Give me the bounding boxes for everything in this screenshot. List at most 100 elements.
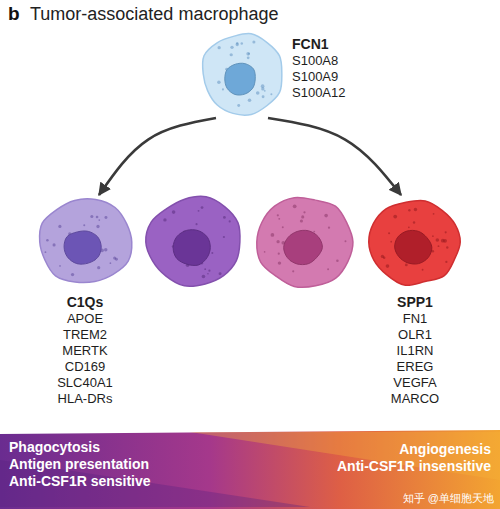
gene-list: FCN1S100A8 S100A9 S100A12 <box>292 36 372 101</box>
granule <box>207 273 209 275</box>
granule <box>45 251 47 253</box>
granule <box>445 261 447 263</box>
granule <box>414 208 417 211</box>
granule <box>230 53 233 56</box>
granule <box>445 231 447 233</box>
granule <box>436 238 440 242</box>
granule <box>408 209 410 211</box>
band-right-column: AngiogenesisAnti-CSF1R insensitive <box>337 441 491 475</box>
function-label: Antigen presentation <box>9 456 151 473</box>
function-label: Anti-CSF1R sensitive <box>9 473 151 490</box>
connectors <box>99 118 401 195</box>
granule <box>59 265 61 267</box>
marker-gene-list: APOE TREM2 MERTK CD169 SLC40A1 HLA-DRs <box>35 311 135 407</box>
granule <box>282 226 284 228</box>
macrophage-node: SPP1FN1 OLR1 IL1RN EREG VEGFA MARCO <box>365 196 465 407</box>
granule <box>393 215 397 219</box>
cell-nucleus <box>284 230 323 264</box>
cell-shape <box>365 196 465 288</box>
granule <box>236 42 238 44</box>
marker-gene-heading: SPP1 <box>365 294 465 311</box>
granule <box>405 264 408 267</box>
granule <box>328 227 330 229</box>
macrophage-node: FCN1S100A8 S100A9 S100A12 <box>198 30 376 118</box>
macrophage-node: C1QsAPOE TREM2 MERTK CD169 SLC40A1 HLA-D… <box>35 196 135 407</box>
granule <box>96 225 99 228</box>
granule <box>223 236 225 238</box>
granule <box>97 266 100 269</box>
granule <box>208 270 210 272</box>
granule <box>230 46 233 49</box>
granule <box>432 235 434 237</box>
granule <box>313 231 315 233</box>
granule <box>300 219 303 222</box>
gene-list: SPP1FN1 OLR1 IL1RN EREG VEGFA MARCO <box>365 294 465 407</box>
granule <box>204 268 206 270</box>
granule <box>278 218 280 220</box>
granule <box>90 215 93 218</box>
band-left-column: PhagocytosisAntigen presentationAnti-CSF… <box>9 439 151 490</box>
granule <box>246 52 250 56</box>
figure-title: Tumor-associated macrophage <box>30 4 278 25</box>
granule <box>301 215 304 218</box>
cell-body <box>40 199 132 283</box>
cell-body <box>257 197 353 287</box>
granule <box>446 246 448 248</box>
granule <box>390 241 392 243</box>
granule <box>278 261 281 264</box>
gene-list: C1QsAPOE TREM2 MERTK CD169 SLC40A1 HLA-D… <box>35 294 135 407</box>
cell-shape <box>198 30 286 118</box>
granule <box>211 252 213 254</box>
granule <box>422 269 424 271</box>
granule <box>292 270 294 272</box>
granule <box>96 216 99 219</box>
granule <box>104 216 107 219</box>
granule <box>71 273 74 276</box>
granule <box>388 232 390 234</box>
granule <box>252 40 255 43</box>
granule <box>195 223 197 225</box>
granule <box>46 239 49 242</box>
granule <box>83 224 85 226</box>
cell-body <box>369 200 460 285</box>
granule <box>218 46 221 49</box>
cell-nucleus <box>225 63 255 95</box>
granule <box>293 204 297 208</box>
granule <box>336 259 339 262</box>
granule <box>222 88 224 90</box>
granule <box>201 206 204 209</box>
granule <box>262 95 265 98</box>
granule <box>229 220 231 222</box>
function-label: Phagocytosis <box>9 439 151 456</box>
lineage-arrow <box>99 118 216 195</box>
granule <box>202 275 206 279</box>
granule <box>98 219 100 221</box>
lineage-arrow <box>268 118 401 195</box>
granule <box>264 90 266 92</box>
granule <box>383 257 385 259</box>
granule <box>58 225 61 228</box>
granule <box>443 239 447 243</box>
cell-nucleus <box>395 230 432 264</box>
granule <box>217 80 221 84</box>
granule <box>248 53 250 55</box>
cell-body <box>146 196 240 286</box>
granule <box>198 210 200 212</box>
macrophage-cell <box>203 34 282 116</box>
function-label: Angiogenesis <box>337 441 491 458</box>
granule <box>264 251 266 253</box>
macrophage-cell <box>146 196 240 286</box>
granule <box>345 240 347 242</box>
granule <box>53 243 56 246</box>
granule <box>276 240 279 243</box>
marker-gene-heading: C1Qs <box>35 294 135 311</box>
granule <box>237 104 240 107</box>
macrophage-cell <box>369 200 460 285</box>
granule <box>327 268 329 270</box>
marker-gene-heading: FCN1 <box>292 36 372 53</box>
granule <box>278 253 280 255</box>
marker-gene-list: FN1 OLR1 IL1RN EREG VEGFA MARCO <box>365 311 465 407</box>
cell-shape <box>35 196 135 288</box>
marker-gene-list: S100A8 S100A9 S100A12 <box>292 53 372 101</box>
